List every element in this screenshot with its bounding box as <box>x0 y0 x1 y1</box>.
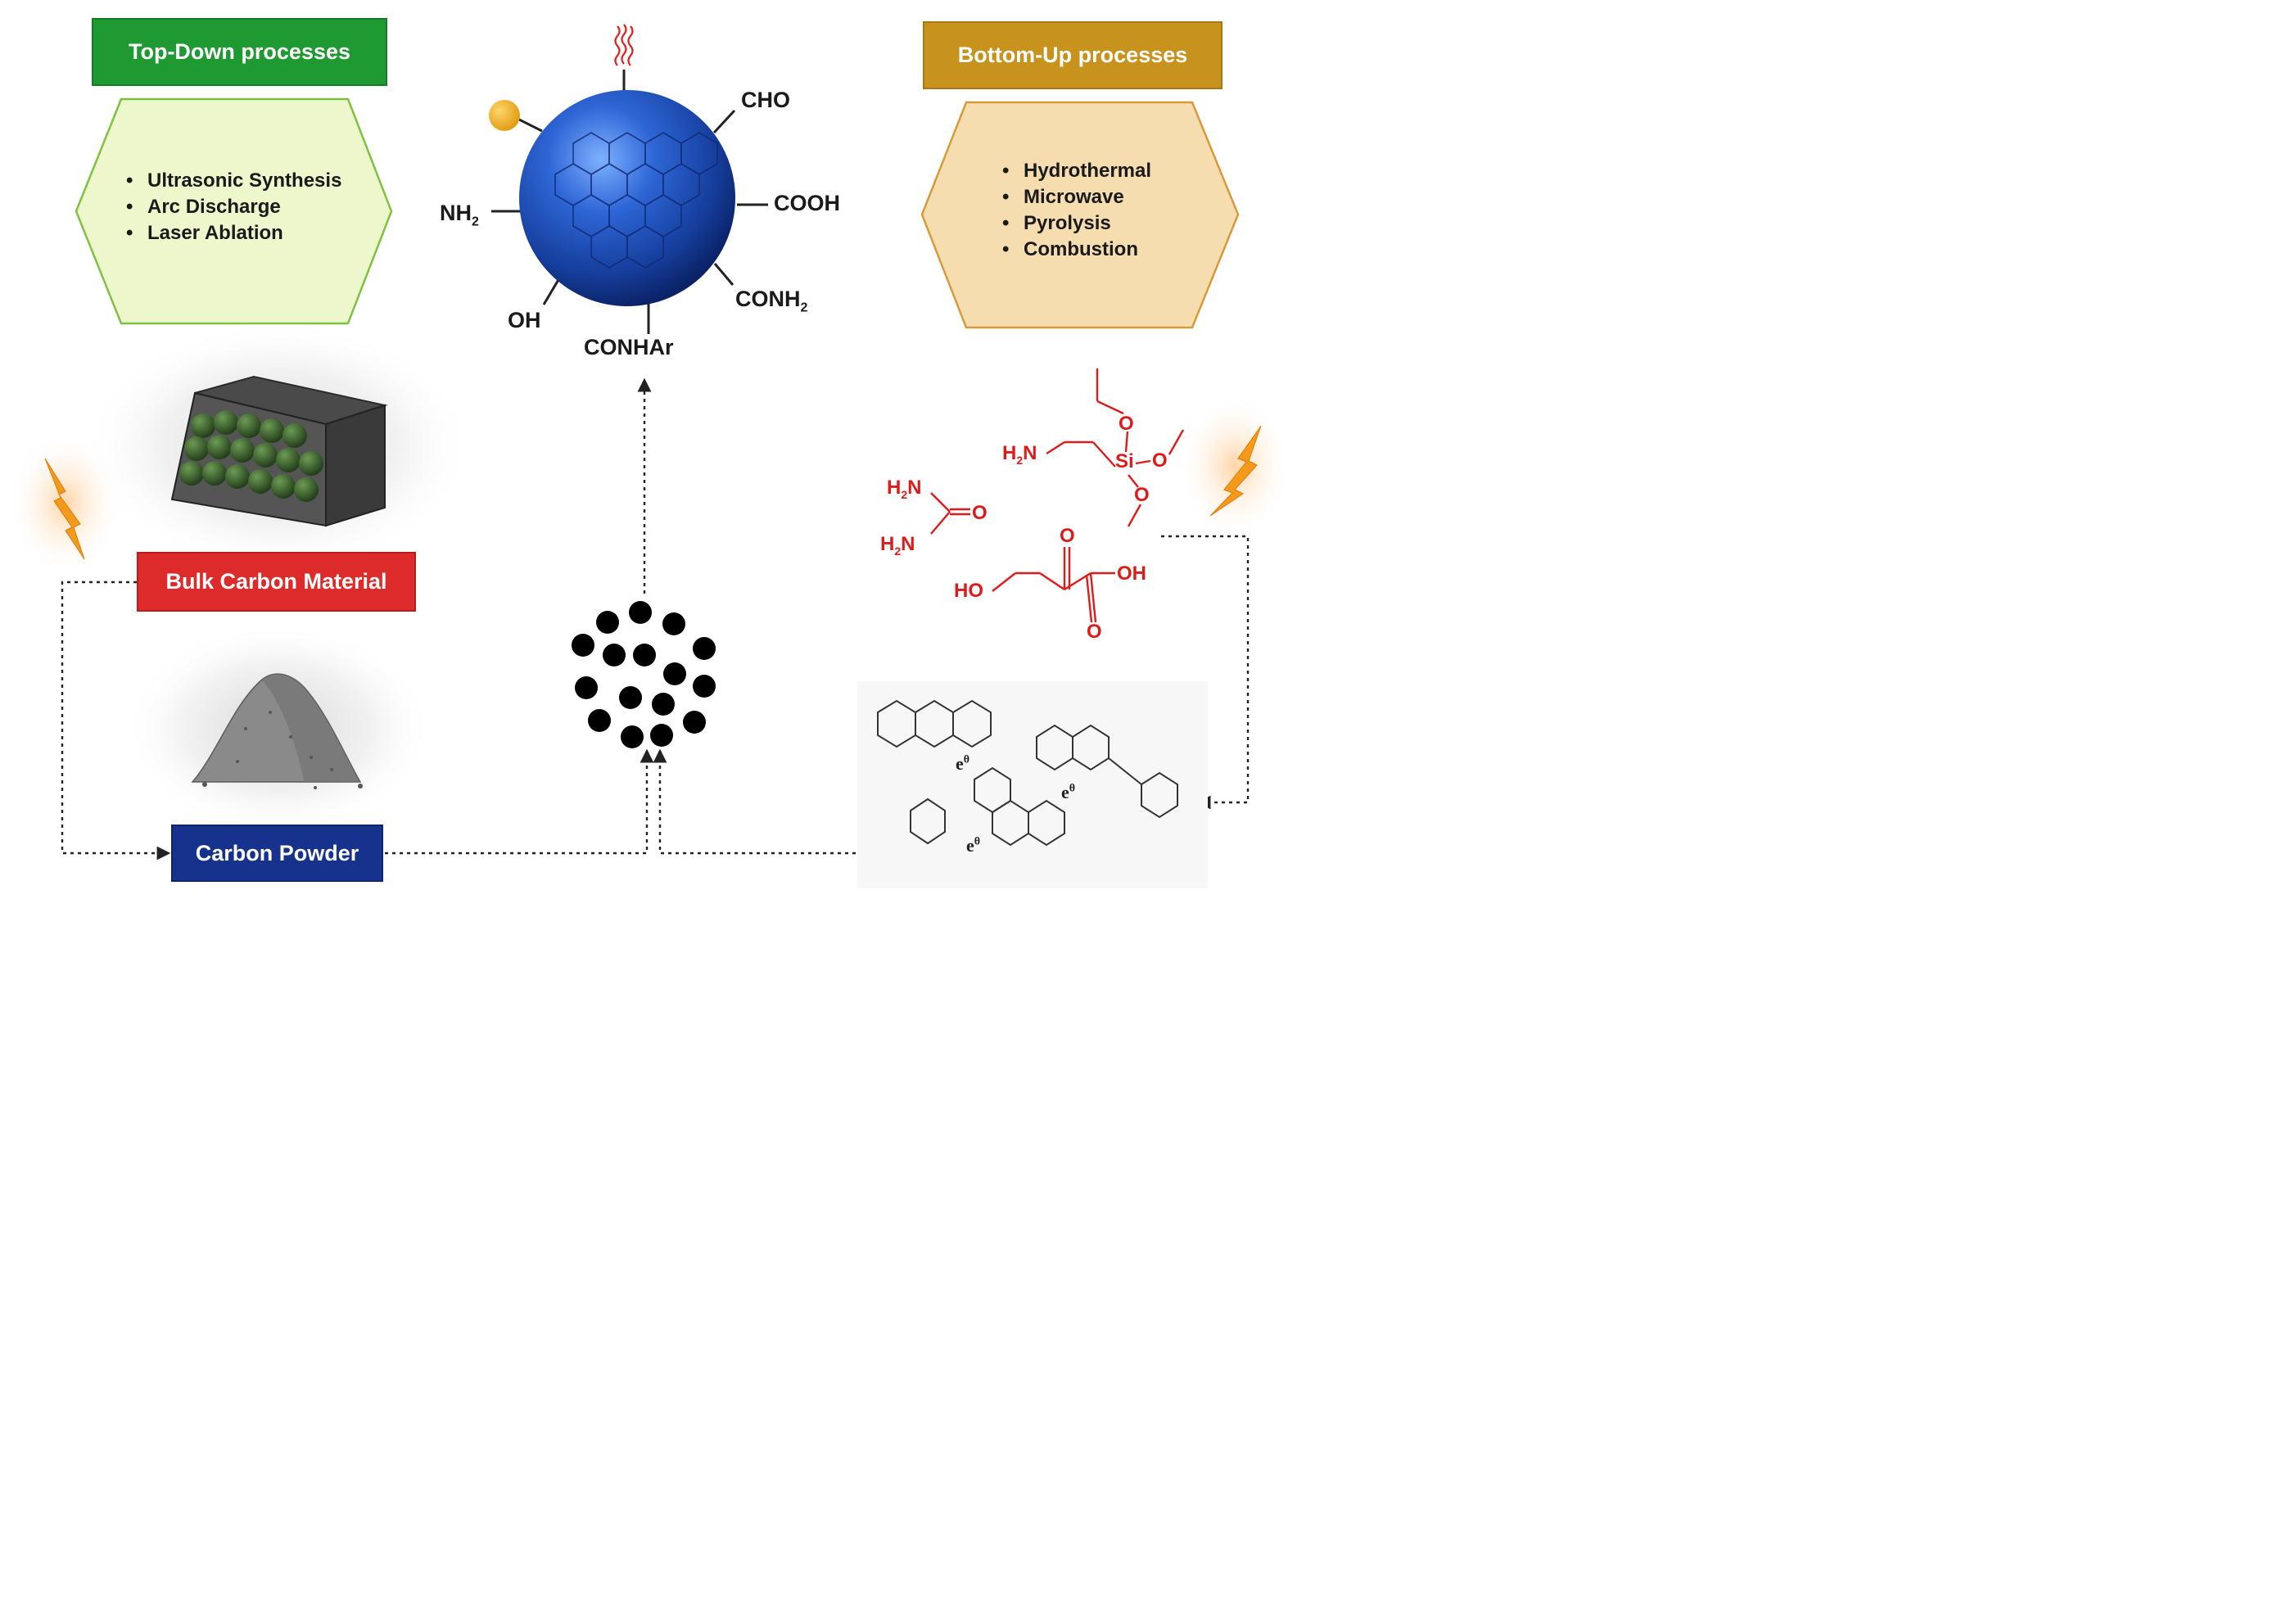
bond-cho <box>712 109 736 134</box>
precursor-molecules <box>930 368 1185 623</box>
cluster-dot <box>662 612 685 635</box>
cluster-dot <box>663 662 686 685</box>
group-cooh: COOH <box>774 191 840 215</box>
cluster-dot <box>693 675 716 698</box>
group-cho: CHO <box>741 88 790 112</box>
cluster-dot <box>683 711 706 734</box>
carbon-dot-sphere <box>489 24 768 334</box>
electron-label-2: eθ <box>1061 782 1076 802</box>
top-down-methods-list: Ultrasonic Synthesis Arc Discharge Laser… <box>123 168 341 246</box>
arrow-precursors-to-radicals <box>1161 535 1250 810</box>
group-nh2: NH2 <box>440 201 479 229</box>
block-spheres <box>179 410 323 502</box>
lightning-right-icon <box>1209 425 1262 517</box>
aptes-oxygen-top: O <box>1119 413 1134 435</box>
bottom-up-title: Bottom-Up processes <box>957 43 1188 67</box>
group-conh2: CONH2 <box>735 287 808 315</box>
cluster-dot <box>629 601 652 624</box>
aptes-oxygen-bottom: O <box>1134 484 1150 506</box>
carbon-powder-label: Carbon Powder <box>171 825 383 882</box>
top-down-method: Arc Discharge <box>123 194 341 220</box>
radicals-panel <box>857 681 1208 888</box>
fluorescence-wave-icon <box>614 24 634 66</box>
cluster-dot <box>693 637 716 660</box>
bottom-up-method: Pyrolysis <box>999 210 1151 237</box>
diagram-artwork <box>8 18 1284 888</box>
lightning-left <box>8 430 123 577</box>
top-down-title-box <box>92 18 387 86</box>
bond-conh2 <box>713 263 734 286</box>
cluster-dot <box>650 724 673 747</box>
carbon-powder-pile <box>123 622 434 835</box>
arrow-radicals-to-cluster <box>653 748 907 855</box>
gold-nanoparticle <box>489 100 520 131</box>
urea-nh2-top: H2N <box>887 477 922 501</box>
aptes-oxygen-right: O <box>1152 450 1168 472</box>
cluster-dot <box>596 611 619 634</box>
top-down-method: Ultrasonic Synthesis <box>123 168 341 194</box>
bond-oh <box>542 278 561 305</box>
cluster-dot <box>588 709 611 732</box>
block-right-face <box>325 404 386 527</box>
bottom-up-title-box <box>923 21 1223 89</box>
lightning-right <box>1177 393 1284 540</box>
urea-nh2-bottom: H2N <box>880 533 915 558</box>
keto-acid-ketone-o: O <box>1060 525 1075 547</box>
keto-acid-carbonyl-o: O <box>1087 621 1102 643</box>
graphitic-core-lattice <box>554 132 718 269</box>
cluster-dot <box>621 725 644 748</box>
aptes-amine: H2N <box>1002 442 1037 467</box>
cluster-dot <box>575 676 598 699</box>
urea-oxygen: O <box>972 502 988 524</box>
group-oh: OH <box>508 308 541 332</box>
group-conhar: CONHAr <box>584 335 674 359</box>
aptes-silicon: Si <box>1115 450 1134 472</box>
top-down-method: Laser Ablation <box>123 220 341 246</box>
sphere-body <box>519 90 735 306</box>
cluster-dot <box>633 644 656 666</box>
cluster-dot <box>619 686 642 709</box>
cluster-dot <box>603 644 626 666</box>
bottom-up-method: Hydrothermal <box>999 158 1151 184</box>
electron-label-1: eθ <box>956 753 970 774</box>
bulk-carbon-label: Bulk Carbon Material <box>137 552 416 612</box>
powder-specks <box>202 711 363 789</box>
diagram-canvas: Top-Down processes Ultrasonic Synthesis … <box>0 0 1284 901</box>
arrow-bulk-to-powder <box>61 581 171 861</box>
bottom-up-method: Combustion <box>999 237 1151 263</box>
arrow-powder-to-cluster <box>385 748 654 855</box>
cluster-dot <box>652 693 675 716</box>
bottom-up-method: Microwave <box>999 184 1151 210</box>
lightning-left-icon <box>44 458 85 560</box>
carbon-dot-cluster <box>572 601 716 748</box>
flow-arrows <box>61 377 1250 861</box>
top-down-title: Top-Down processes <box>128 39 351 64</box>
bond-gold <box>517 117 543 133</box>
radical-aromatics <box>857 681 1208 888</box>
bottom-up-methods-list: Hydrothermal Microwave Pyrolysis Combust… <box>999 158 1151 263</box>
electron-label-3: eθ <box>966 835 981 856</box>
keto-acid-ho: HO <box>954 580 983 602</box>
cluster-dot <box>572 634 594 657</box>
bulk-carbon-block <box>82 319 475 573</box>
keto-acid-oh: OH <box>1117 563 1146 585</box>
